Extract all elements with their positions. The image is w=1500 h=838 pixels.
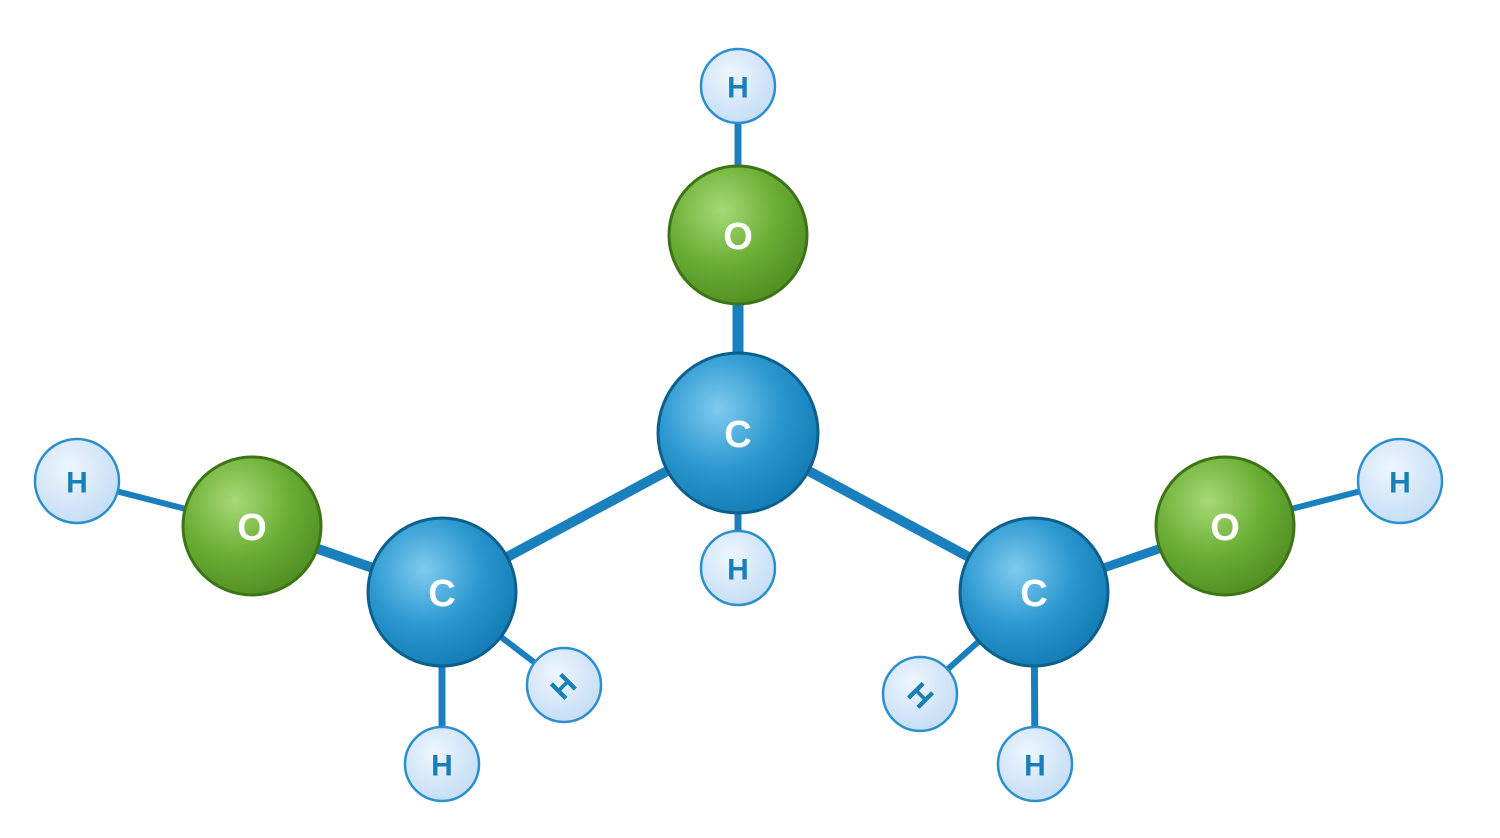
atom-symbol-label: H [727, 554, 749, 587]
hydrogen-atom-h-far-right: H [1356, 437, 1444, 525]
hydrogen-atom-h-center: H [699, 529, 777, 607]
oxygen-sphere [1154, 455, 1296, 597]
atom-symbol-label: C [1020, 573, 1047, 615]
carbon-sphere [656, 351, 820, 515]
hydrogen-atom-h-left-diag: H [525, 646, 603, 724]
carbon-atom-c-right: C [958, 516, 1110, 668]
atoms: C C C O O O H H H H H H H H [33, 47, 1444, 803]
hydrogen-sphere [699, 529, 777, 607]
carbon-atom-c-left: C [366, 516, 518, 668]
hydrogen-sphere [525, 646, 603, 724]
hydrogen-sphere [996, 725, 1074, 803]
hydrogen-sphere [403, 725, 481, 803]
atom-symbol-label: H [1024, 750, 1046, 783]
atom-symbol-label: C [428, 573, 455, 615]
hydrogen-atom-h-right-diag: H [881, 655, 959, 733]
hydrogen-atom-h-right-down: H [996, 725, 1074, 803]
carbon-sphere [366, 516, 518, 668]
atom-symbol-label: H [431, 750, 453, 783]
atom-symbol-label: H [1389, 467, 1411, 500]
oxygen-sphere [667, 164, 809, 306]
oxygen-atom-o-left: O [181, 455, 323, 597]
carbon-atom-c-center: C [656, 351, 820, 515]
atom-symbol-label: C [724, 414, 751, 456]
atom-symbol-label: H [66, 467, 88, 500]
hydrogen-sphere [699, 47, 777, 125]
atom-symbol-label: H [727, 72, 749, 105]
atom-symbol-label: O [1210, 507, 1240, 549]
oxygen-atom-o-right: O [1154, 455, 1296, 597]
hydrogen-atom-h-far-left: H [33, 437, 121, 525]
hydrogen-sphere [881, 655, 959, 733]
hydrogen-sphere [33, 437, 121, 525]
hydrogen-atom-h-top: H [699, 47, 777, 125]
oxygen-atom-o-top: O [667, 164, 809, 306]
atom-symbol-label: O [723, 216, 753, 258]
hydrogen-sphere [1356, 437, 1444, 525]
atom-symbol-label: O [237, 507, 267, 549]
carbon-sphere [958, 516, 1110, 668]
hydrogen-atom-h-left-down: H [403, 725, 481, 803]
oxygen-sphere [181, 455, 323, 597]
